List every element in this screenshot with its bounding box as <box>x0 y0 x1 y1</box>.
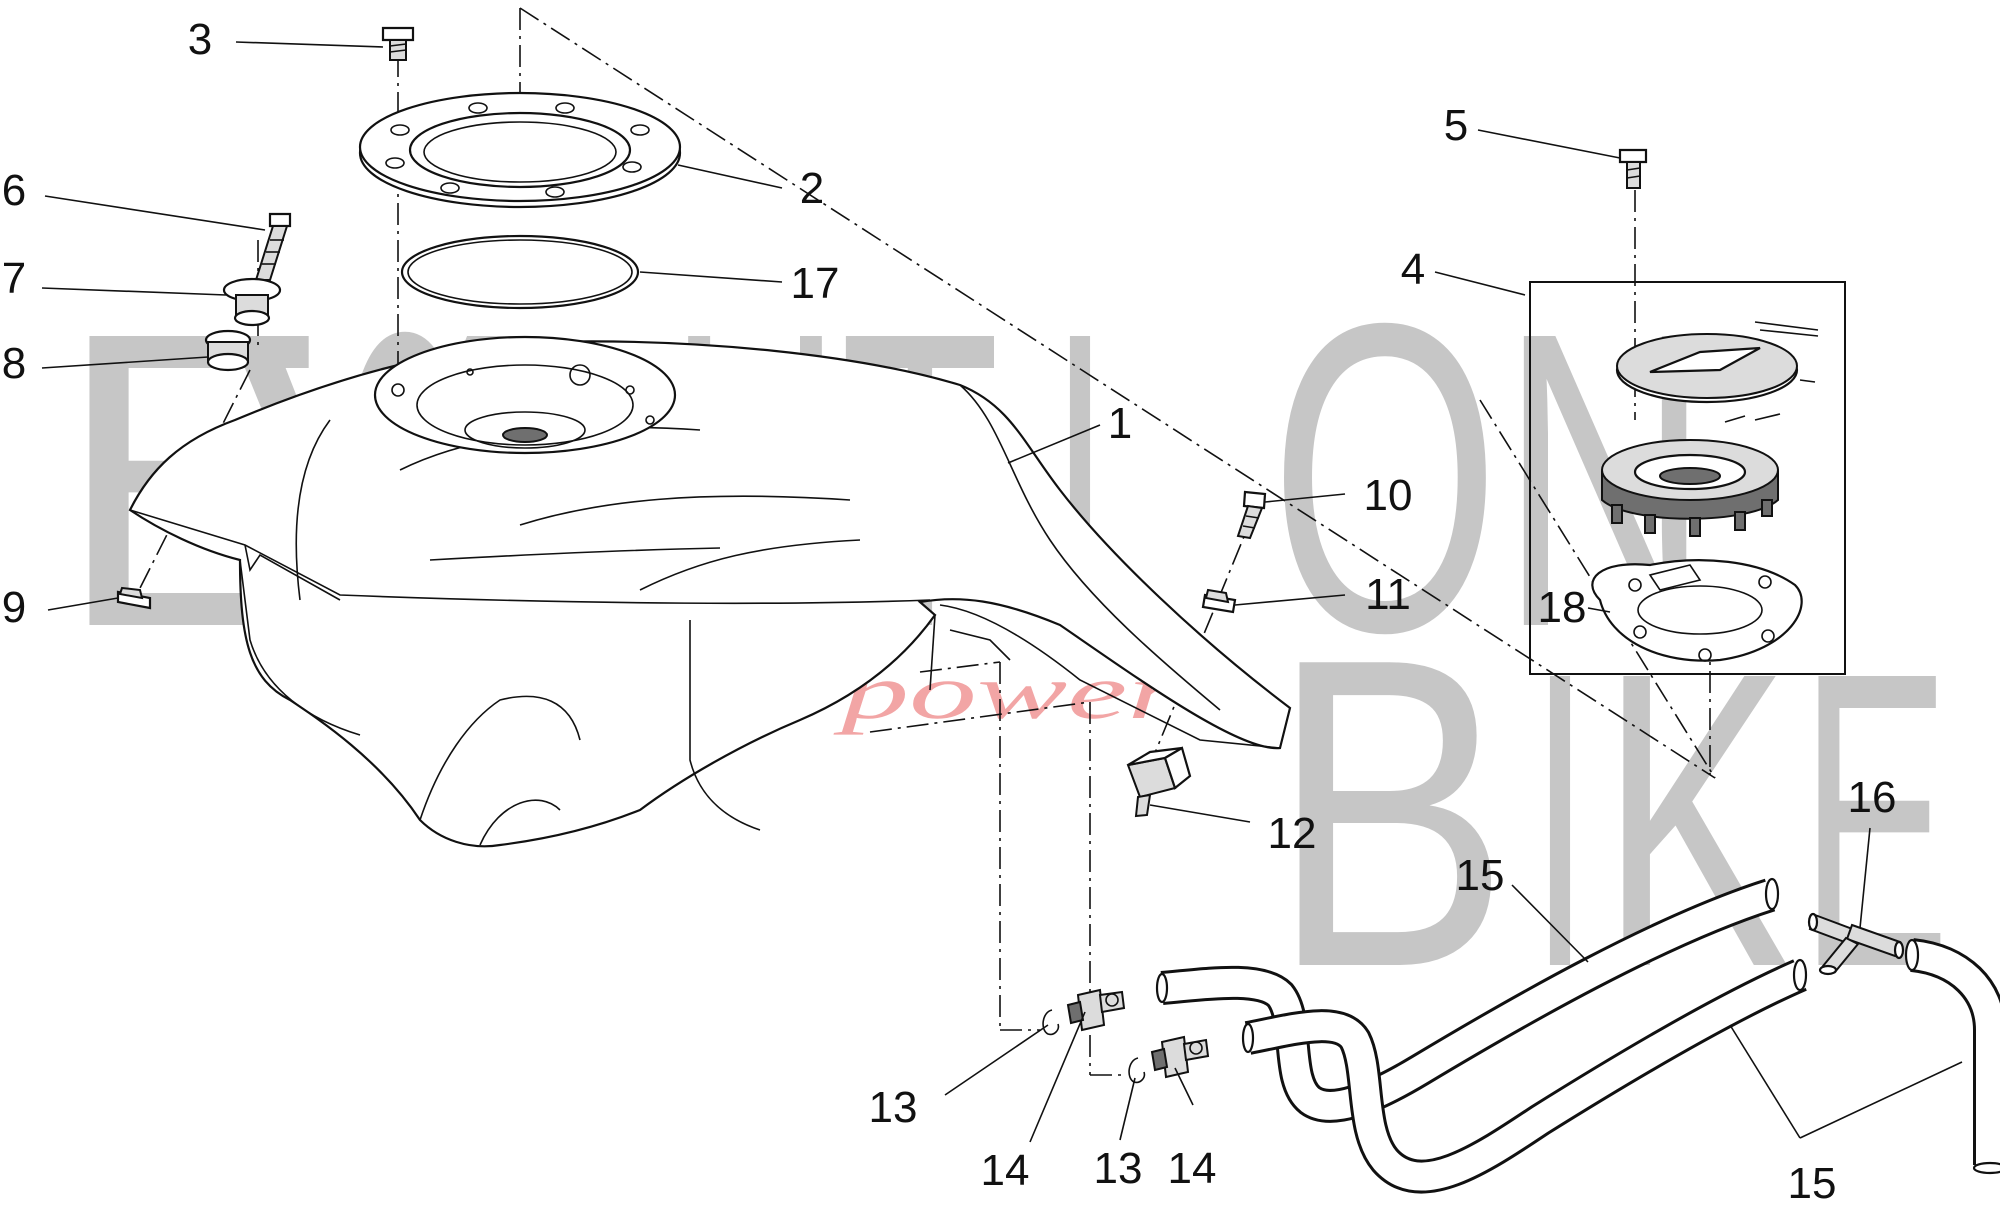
t-connector-16 <box>1807 912 1905 976</box>
spacer-bushing-8 <box>204 329 252 372</box>
vent-hose-15-b <box>1241 958 1808 1194</box>
callout-5: 5 <box>1444 101 1468 150</box>
vent-hose-15-c <box>1904 938 2000 1175</box>
callout-10: 10 <box>1364 471 1413 520</box>
hose-fitting-14-b <box>1150 1035 1210 1079</box>
callout-8: 8 <box>2 339 26 388</box>
callout-14-right: 14 <box>1168 1144 1217 1193</box>
callout-16: 16 <box>1848 773 1897 822</box>
vent-hose-15-a <box>1155 877 1780 1123</box>
callout-18: 18 <box>1538 583 1587 632</box>
filler-flange-ring <box>358 91 682 209</box>
screw-3 <box>381 26 415 61</box>
callout-9: 9 <box>2 583 26 632</box>
callout-6: 6 <box>2 166 26 215</box>
callout-12: 12 <box>1268 809 1317 858</box>
rubber-grommet-7 <box>222 277 282 327</box>
clip-11 <box>1201 588 1237 614</box>
callout-13-left: 13 <box>869 1083 918 1132</box>
callout-15-bottom: 15 <box>1788 1159 1837 1208</box>
fuel-cap-assembly-4 <box>1529 281 1846 675</box>
leader-lines <box>41 41 1963 1143</box>
callout-14-left: 14 <box>981 1146 1030 1195</box>
callout-15-top: 15 <box>1456 851 1505 900</box>
watermark-letter-b-large: B <box>1270 568 1510 1059</box>
watermark-letter-o-large: O <box>1270 233 1500 724</box>
o-ring <box>400 234 640 310</box>
callout-13-right: 13 <box>1094 1144 1143 1193</box>
callout-11: 11 <box>1365 570 1411 619</box>
circlip-13-a <box>1042 1009 1060 1036</box>
callout-2: 2 <box>800 164 824 213</box>
bolt-6 <box>254 212 292 281</box>
callout-4: 4 <box>1401 245 1425 294</box>
callout-17: 17 <box>791 259 840 308</box>
callout-labels: 3 2 6 17 7 8 1 10 9 11 5 4 18 12 15 16 1… <box>2 15 1897 1208</box>
bolt-10 <box>1236 490 1267 540</box>
cap-gasket-18 <box>1591 559 1803 662</box>
watermark-letter-e-2: E <box>1800 586 1950 1055</box>
circlip-13-b <box>1128 1057 1146 1084</box>
callout-1: 1 <box>1108 399 1132 448</box>
fuel-tank <box>128 335 1292 848</box>
screw-5 <box>1618 148 1648 189</box>
rubber-buffer-12 <box>1126 746 1192 818</box>
callout-3: 3 <box>188 15 212 64</box>
hose-fitting-14-a <box>1066 988 1126 1032</box>
callout-7: 7 <box>2 254 26 303</box>
